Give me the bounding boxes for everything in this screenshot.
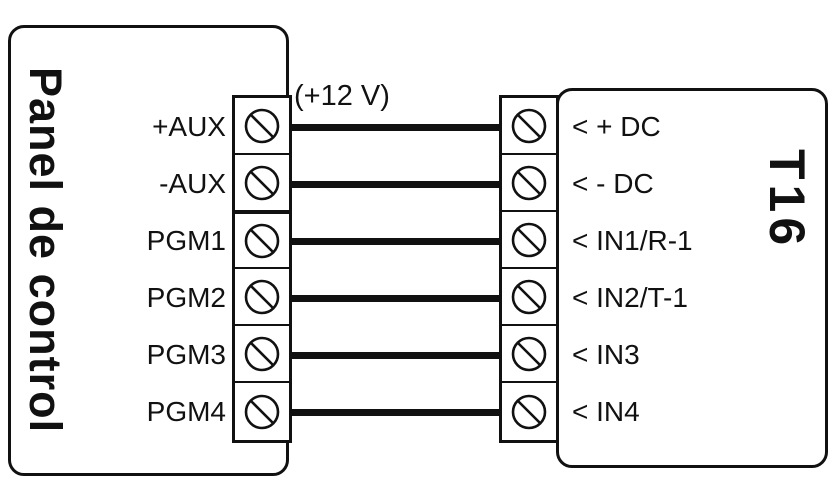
terminal-cell <box>502 155 556 212</box>
terminal-cell <box>502 212 556 269</box>
terminal-label-in4: < IN4 <box>572 396 640 427</box>
terminal-label-in3: < IN3 <box>572 339 640 370</box>
control-panel-title: Panel de control <box>20 66 71 434</box>
t16-box <box>556 88 828 468</box>
terminal-cell <box>502 98 556 155</box>
terminal-cell <box>502 269 556 326</box>
terminal-label-dc-plus: < + DC <box>572 111 661 142</box>
screw-terminal-icon <box>511 108 547 143</box>
screw-terminal-icon <box>511 165 547 200</box>
wire <box>288 295 502 302</box>
terminal-label-in1: < IN1/R-1 <box>572 225 693 256</box>
terminal-cell <box>235 155 289 212</box>
terminal-label-pgm4: PGM4 <box>146 396 226 427</box>
terminal-cell <box>502 383 556 440</box>
wire <box>288 352 502 359</box>
t16-title: T16 <box>759 149 815 251</box>
screw-terminal-icon <box>244 279 280 314</box>
wire <box>288 409 502 416</box>
terminal-cell <box>235 269 289 326</box>
terminal-cell <box>235 383 289 440</box>
terminal-label-pgm2: PGM2 <box>146 282 226 313</box>
screw-terminal-icon <box>244 108 280 143</box>
screw-terminal-icon <box>244 394 280 429</box>
terminal-cell <box>235 326 289 383</box>
screw-terminal-icon <box>511 279 547 314</box>
terminal-label-in2: < IN2/T-1 <box>572 282 688 313</box>
terminal-label-dc-minus: < - DC <box>572 168 654 199</box>
wire <box>288 181 502 188</box>
screw-terminal-icon <box>244 223 280 258</box>
screw-terminal-icon <box>244 336 280 371</box>
terminal-label-pgm3: PGM3 <box>146 339 226 370</box>
terminal-label-pgm1: PGM1 <box>146 225 226 256</box>
control-panel-terminal-strip <box>232 95 292 443</box>
t16-terminal-strip <box>499 95 559 443</box>
screw-terminal-icon <box>511 394 547 429</box>
wire-voltage-label: (+12 V) <box>294 80 390 112</box>
terminal-cell <box>235 212 289 269</box>
screw-terminal-icon <box>511 336 547 371</box>
screw-terminal-icon <box>244 165 280 200</box>
wire <box>288 238 502 245</box>
wire <box>288 124 502 131</box>
screw-terminal-icon <box>511 222 547 257</box>
terminal-cell <box>235 98 289 155</box>
terminal-label-aux-plus: +AUX <box>152 111 226 142</box>
terminal-cell <box>502 326 556 383</box>
terminal-label-aux-minus: -AUX <box>159 168 226 199</box>
